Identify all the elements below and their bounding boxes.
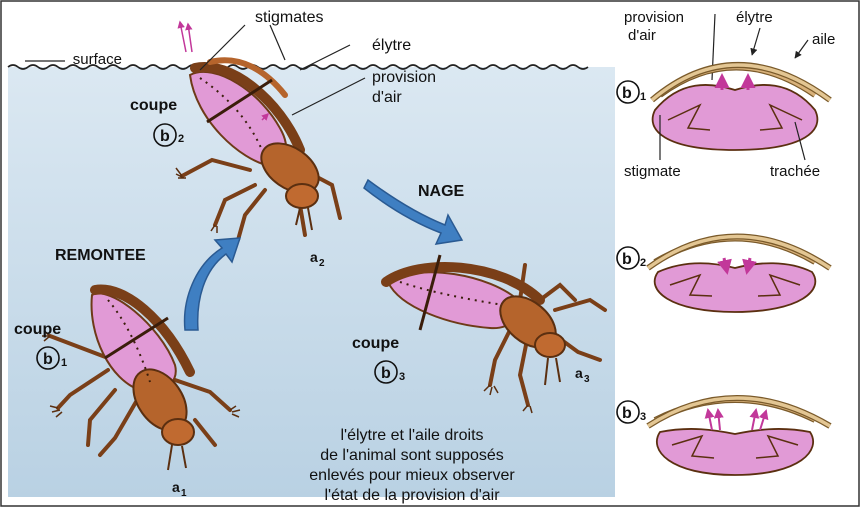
nage-label: NAGE: [418, 183, 465, 200]
svg-text:3: 3: [584, 374, 590, 385]
svg-text:a: a: [172, 479, 180, 495]
svg-text:enlevés pour mieux observer: enlevés pour mieux observer: [309, 467, 515, 484]
svg-text:de l'animal sont supposés: de l'animal sont supposés: [320, 447, 504, 464]
svg-text:a: a: [310, 249, 318, 265]
rp-provision-2: d'air: [628, 27, 656, 44]
svg-text:3: 3: [399, 371, 405, 383]
remontee-label: REMONTEE: [55, 247, 146, 264]
rp-provision-1: provision: [624, 9, 684, 26]
elytre-label: élytre: [372, 37, 411, 54]
rp-aile: aile: [812, 31, 835, 48]
svg-text:b: b: [381, 365, 391, 382]
svg-text:2: 2: [319, 258, 325, 269]
stigmates-label: stigmates: [255, 9, 323, 26]
svg-text:l'élytre et l'aile droits: l'élytre et l'aile droits: [340, 427, 483, 444]
svg-text:l'état de la provision d'air: l'état de la provision d'air: [324, 487, 500, 504]
coupe-b1-label: coupe: [14, 321, 61, 338]
svg-text:1: 1: [640, 91, 646, 103]
svg-text:b: b: [160, 128, 170, 145]
svg-text:1: 1: [61, 357, 67, 369]
provision-label-1: provision: [372, 69, 436, 86]
svg-text:b: b: [622, 405, 632, 422]
svg-text:b: b: [622, 251, 632, 268]
surface-label: surface: [73, 51, 122, 68]
svg-text:1: 1: [181, 488, 187, 499]
svg-text:b: b: [622, 85, 632, 102]
provision-label-2: d'air: [372, 89, 402, 106]
svg-text:2: 2: [178, 133, 184, 145]
rp-trachee: trachée: [770, 163, 820, 180]
svg-text:a: a: [575, 365, 583, 381]
coupe-b3-label: coupe: [352, 335, 399, 352]
svg-text:b: b: [43, 351, 53, 368]
rp-elytre: élytre: [736, 9, 773, 26]
svg-text:3: 3: [640, 411, 646, 423]
rp-stigmate: stigmate: [624, 163, 681, 180]
coupe-b2-label: coupe: [130, 97, 177, 114]
right-panel-bg: [615, 2, 858, 505]
svg-text:2: 2: [640, 257, 646, 269]
